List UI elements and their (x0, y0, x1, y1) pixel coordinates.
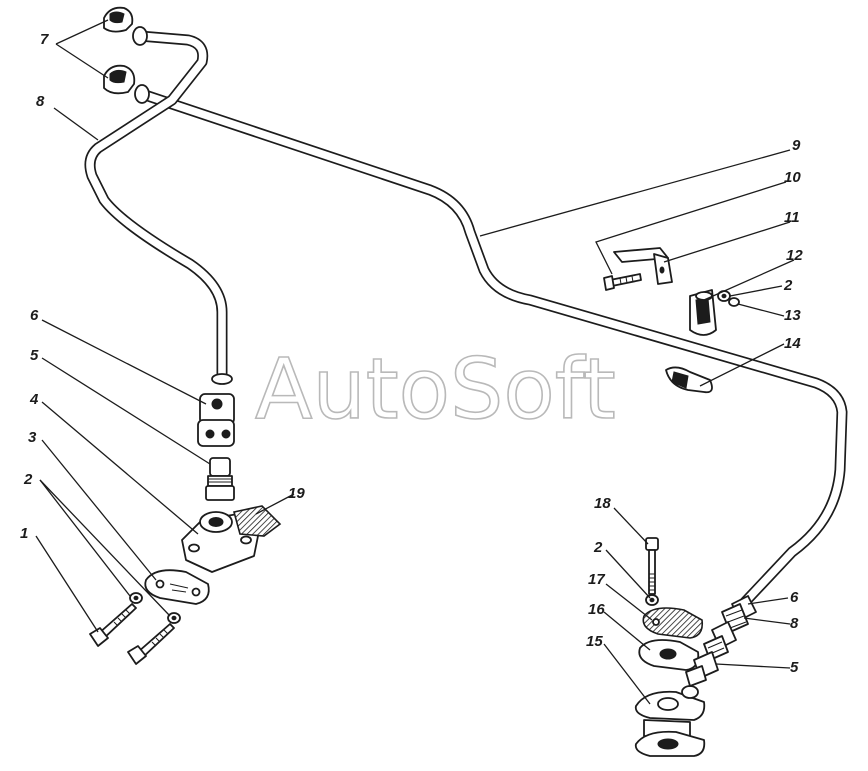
callout-2-right-upper: 2 (783, 277, 793, 294)
callout-13: 13 (784, 307, 801, 324)
callout-8-top: 7 (40, 31, 49, 48)
watermark-text: AutoSoft (255, 340, 616, 438)
callout-10: 10 (784, 169, 801, 186)
fitting-left (205, 457, 235, 501)
fitting-right (685, 621, 737, 687)
callout-18: 18 (594, 495, 611, 512)
pump-housing-right (634, 685, 706, 757)
callout-14: 14 (784, 335, 801, 352)
callout-labels: 7 8 9 10 11 12 2 13 14 6 5 4 3 2 1 19 18… (20, 31, 803, 676)
callout-15: 15 (586, 633, 603, 650)
callout-2-left: 2 (23, 471, 33, 488)
upper-tube-ends (132, 26, 233, 385)
callout-5-left: 5 (30, 347, 39, 364)
callout-2-right-lower: 2 (593, 539, 603, 556)
rubber-pad (665, 366, 713, 394)
bolt-right (645, 537, 659, 595)
callout-8-right: 8 (790, 615, 799, 632)
leader-lines (35, 19, 795, 705)
short-fuel-tube (84, 30, 228, 382)
gasket-right-top (642, 607, 704, 639)
callout-7: 8 (36, 93, 45, 110)
washer-left-a (129, 592, 143, 604)
main-fuel-tube (136, 88, 848, 608)
callout-5-right: 5 (790, 659, 799, 676)
flange-plate-right (638, 639, 700, 671)
callout-19: 19 (288, 485, 305, 502)
gasket-left-top (233, 505, 282, 537)
callout-17: 17 (588, 571, 605, 588)
union-nut-left (197, 393, 235, 447)
washer-right-upper (728, 297, 740, 307)
bracket-bolt (603, 273, 642, 291)
nut-right-upper (717, 290, 731, 302)
bolt-left-b (127, 623, 175, 665)
callout-16: 16 (588, 601, 605, 618)
callout-1: 1 (20, 525, 28, 542)
callout-11: 11 (784, 209, 800, 226)
callout-9: 9 (792, 137, 801, 154)
callout-4: 4 (29, 391, 39, 408)
callout-3: 3 (28, 429, 37, 446)
flange-plate-left (144, 569, 210, 605)
callout-6-right: 6 (790, 589, 799, 606)
callout-12: 12 (786, 247, 803, 264)
bolt-left-a (89, 603, 137, 647)
washer-left-b (167, 612, 181, 624)
callout-6-left: 6 (30, 307, 39, 324)
tube-clamp-upper (103, 6, 134, 33)
tube-clamp-lower (103, 64, 136, 95)
